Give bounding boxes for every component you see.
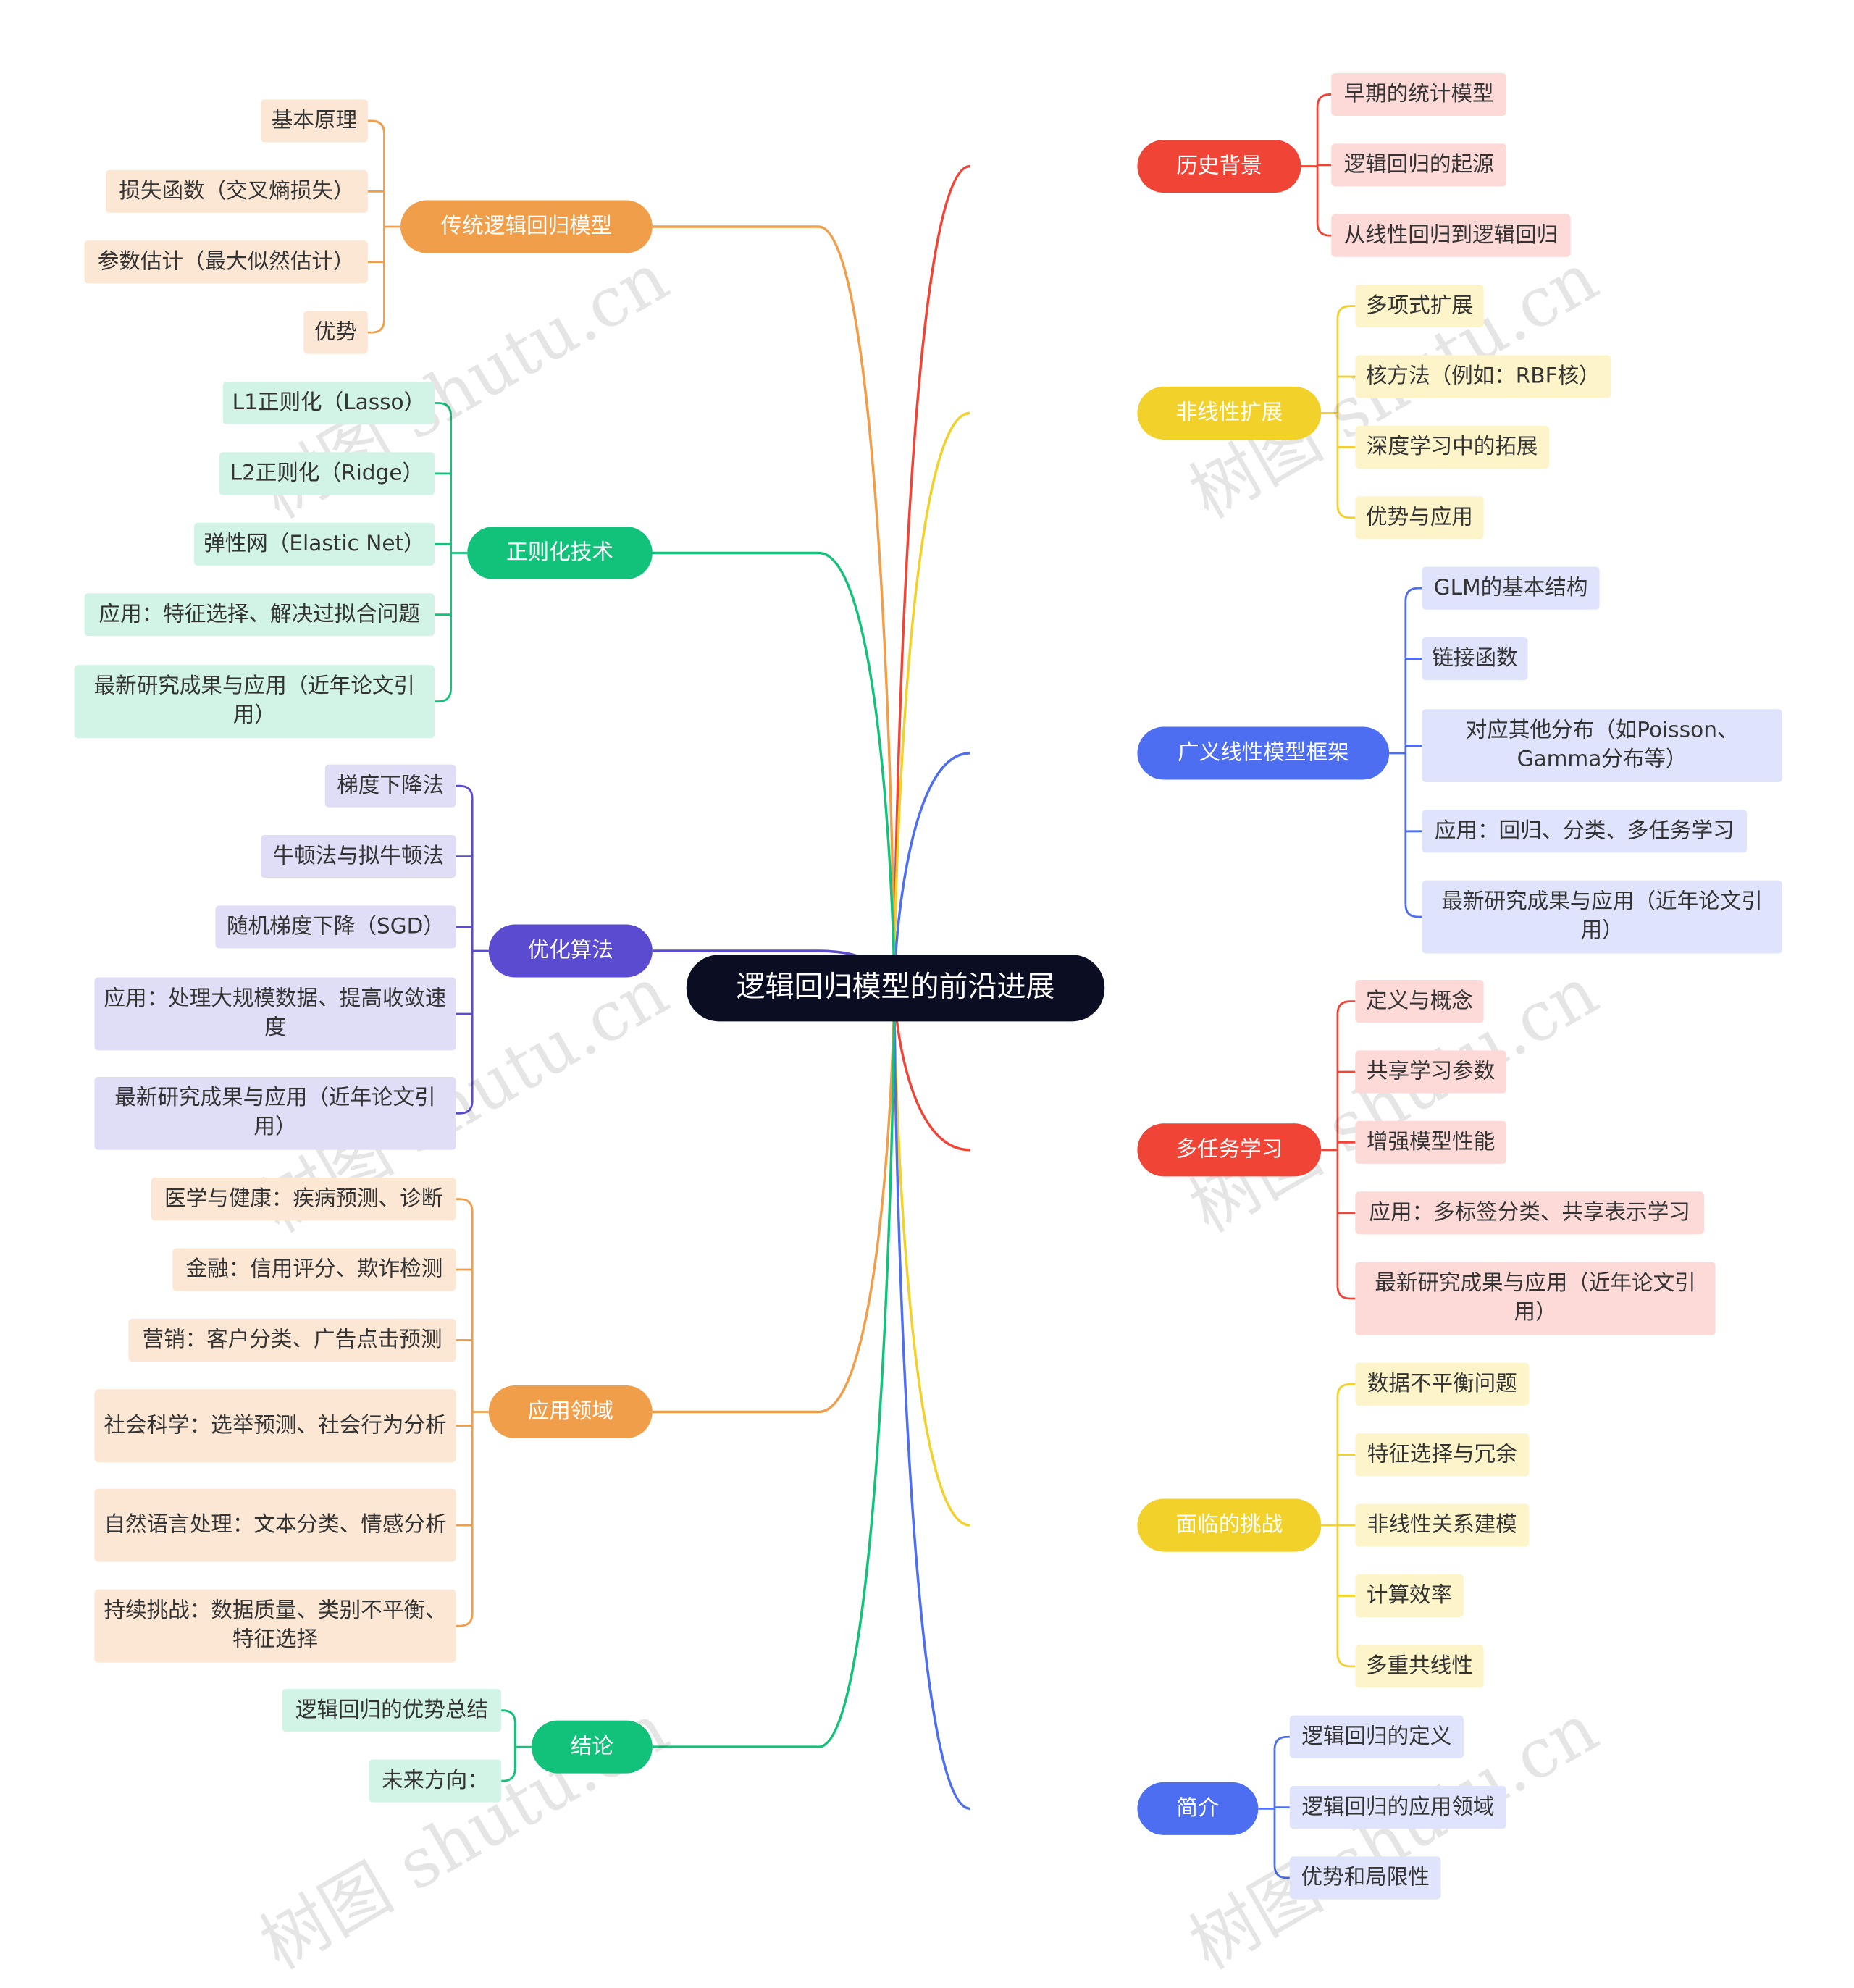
branch-connector xyxy=(652,987,896,1748)
leaf-node[interactable]: 参数估计（最大似然估计） xyxy=(84,240,368,284)
leaf-node[interactable]: 应用：特征选择、解决过拟合问题 xyxy=(84,593,435,637)
leaf-node[interactable]: 数据不平衡问题 xyxy=(1355,1362,1530,1406)
branch-node[interactable]: 优化算法 xyxy=(488,924,653,978)
branch-node[interactable]: 传统逻辑回归模型 xyxy=(400,200,653,253)
leaf-node[interactable]: 早期的统计模型 xyxy=(1331,72,1506,116)
leaf-node[interactable]: 持续挑战：数据质量、类别不平衡、特征选择 xyxy=(94,1589,456,1663)
leaf-node[interactable]: 非线性关系建模 xyxy=(1355,1503,1530,1547)
leaf-node[interactable]: 梯度下降法 xyxy=(324,764,456,808)
leaf-node[interactable]: L1正则化（Lasso） xyxy=(222,381,435,425)
leaf-node[interactable]: 最新研究成果与应用（近年论文引用） xyxy=(1355,1262,1716,1335)
leaf-connector xyxy=(456,1613,474,1627)
branch-node[interactable]: 面临的挑战 xyxy=(1137,1498,1322,1552)
leaf-node[interactable]: 逻辑回归的应用领域 xyxy=(1289,1786,1506,1829)
leaf-node[interactable]: 自然语言处理：文本分类、情感分析 xyxy=(94,1488,456,1562)
leaf-connector xyxy=(434,689,452,703)
leaf-node[interactable]: 定义与概念 xyxy=(1355,980,1484,1023)
branch-node[interactable]: 简介 xyxy=(1137,1782,1259,1835)
leaf-connector xyxy=(1404,587,1422,601)
leaf-node[interactable]: 优势和局限性 xyxy=(1289,1856,1441,1900)
leaf-node[interactable]: 未来方向： xyxy=(369,1759,502,1803)
leaf-connector xyxy=(1273,1865,1290,1879)
leaf-node[interactable]: 损失函数（交叉熵损失） xyxy=(106,169,368,213)
leaf-node[interactable]: 最新研究成果与应用（近年论文引用） xyxy=(1422,880,1782,954)
leaf-connector xyxy=(1273,1735,1290,1750)
leaf-connector xyxy=(1316,222,1332,237)
leaf-connector xyxy=(501,1768,516,1782)
leaf-connector xyxy=(1336,305,1356,319)
branch-connector xyxy=(652,551,896,988)
leaf-node[interactable]: 最新研究成果与应用（近年论文引用） xyxy=(74,665,435,739)
leaf-connector xyxy=(367,319,385,334)
leaf-connector xyxy=(456,784,474,799)
branch-node[interactable]: 历史背景 xyxy=(1137,140,1301,193)
leaf-node[interactable]: 社会科学：选举预测、社会行为分析 xyxy=(94,1389,456,1463)
leaf-connector xyxy=(456,1100,474,1115)
leaf-connector xyxy=(1336,1653,1356,1668)
leaf-node[interactable]: 金融：信用评分、欺诈检测 xyxy=(172,1248,456,1291)
leaf-node[interactable]: 医学与健康：疾病预测、诊断 xyxy=(151,1178,456,1221)
leaf-connector xyxy=(501,1709,516,1724)
leaf-node[interactable]: 特征选择与冗余 xyxy=(1355,1433,1530,1477)
leaf-connector xyxy=(1336,1000,1356,1015)
leaf-node[interactable]: 优势与应用 xyxy=(1355,496,1484,540)
leaf-node[interactable]: 计算效率 xyxy=(1355,1574,1464,1618)
branch-node[interactable]: 多任务学习 xyxy=(1137,1123,1322,1177)
leaf-node[interactable]: 弹性网（Elastic Net） xyxy=(193,522,435,566)
leaf-node[interactable]: 增强模型性能 xyxy=(1355,1120,1506,1164)
branch-connector xyxy=(893,987,970,1811)
branch-node[interactable]: 应用领域 xyxy=(488,1385,653,1439)
branch-node[interactable]: 广义线性模型框架 xyxy=(1137,726,1390,780)
leaf-node[interactable]: 逻辑回归的优势总结 xyxy=(282,1689,502,1732)
leaf-node[interactable]: 从线性回归到逻辑回归 xyxy=(1331,214,1571,257)
leaf-connector xyxy=(1336,505,1356,519)
leaf-connector xyxy=(1316,93,1332,107)
leaf-node[interactable]: 多项式扩展 xyxy=(1355,285,1484,328)
leaf-node[interactable]: 基本原理 xyxy=(260,99,368,143)
leaf-node[interactable]: 共享学习参数 xyxy=(1355,1050,1506,1094)
leaf-node[interactable]: 营销：客户分类、广告点击预测 xyxy=(128,1318,456,1362)
branch-node[interactable]: 非线性扩展 xyxy=(1137,386,1322,440)
leaf-node[interactable]: 应用：回归、分类、多任务学习 xyxy=(1422,810,1748,853)
leaf-node[interactable]: 深度学习中的拓展 xyxy=(1355,425,1550,469)
leaf-node[interactable]: 应用：处理大规模数据、提高收敛速度 xyxy=(94,977,456,1051)
leaf-node[interactable]: 核方法（例如：RBF核） xyxy=(1355,355,1611,398)
leaf-node[interactable]: 逻辑回归的定义 xyxy=(1289,1715,1464,1758)
branch-node[interactable]: 正则化技术 xyxy=(467,526,653,579)
leaf-connector xyxy=(1404,904,1422,918)
leaf-node[interactable]: 应用：多标签分类、共享表示学习 xyxy=(1355,1191,1705,1235)
leaf-connector xyxy=(434,402,452,416)
leaf-connector xyxy=(456,1198,474,1212)
leaf-node[interactable]: 逻辑回归的起源 xyxy=(1331,143,1506,187)
branch-connector xyxy=(652,225,896,988)
central-topic[interactable]: 逻辑回归模型的前沿进展 xyxy=(686,955,1105,1022)
leaf-node[interactable]: 多重共线性 xyxy=(1355,1645,1484,1688)
branch-connector xyxy=(893,411,970,988)
leaf-connector xyxy=(367,119,385,134)
branch-connector xyxy=(893,752,970,988)
branch-node[interactable]: 结论 xyxy=(531,1720,653,1774)
leaf-node[interactable]: 随机梯度下降（SGD） xyxy=(215,905,456,949)
leaf-node[interactable]: GLM的基本结构 xyxy=(1422,566,1600,610)
branch-connector xyxy=(652,987,896,1414)
leaf-node[interactable]: 对应其他分布（如Poisson、Gamma分布等） xyxy=(1422,709,1782,782)
leaf-node[interactable]: 最新研究成果与应用（近年论文引用） xyxy=(94,1076,456,1150)
leaf-node[interactable]: L2正则化（Ridge） xyxy=(219,452,435,495)
leaf-node[interactable]: 优势 xyxy=(303,311,368,354)
leaf-connector xyxy=(1336,1383,1356,1397)
branch-connector xyxy=(893,164,970,988)
leaf-node[interactable]: 链接函数 xyxy=(1422,637,1528,681)
leaf-connector xyxy=(1336,1286,1356,1300)
leaf-node[interactable]: 牛顿法与拟牛顿法 xyxy=(260,835,456,878)
